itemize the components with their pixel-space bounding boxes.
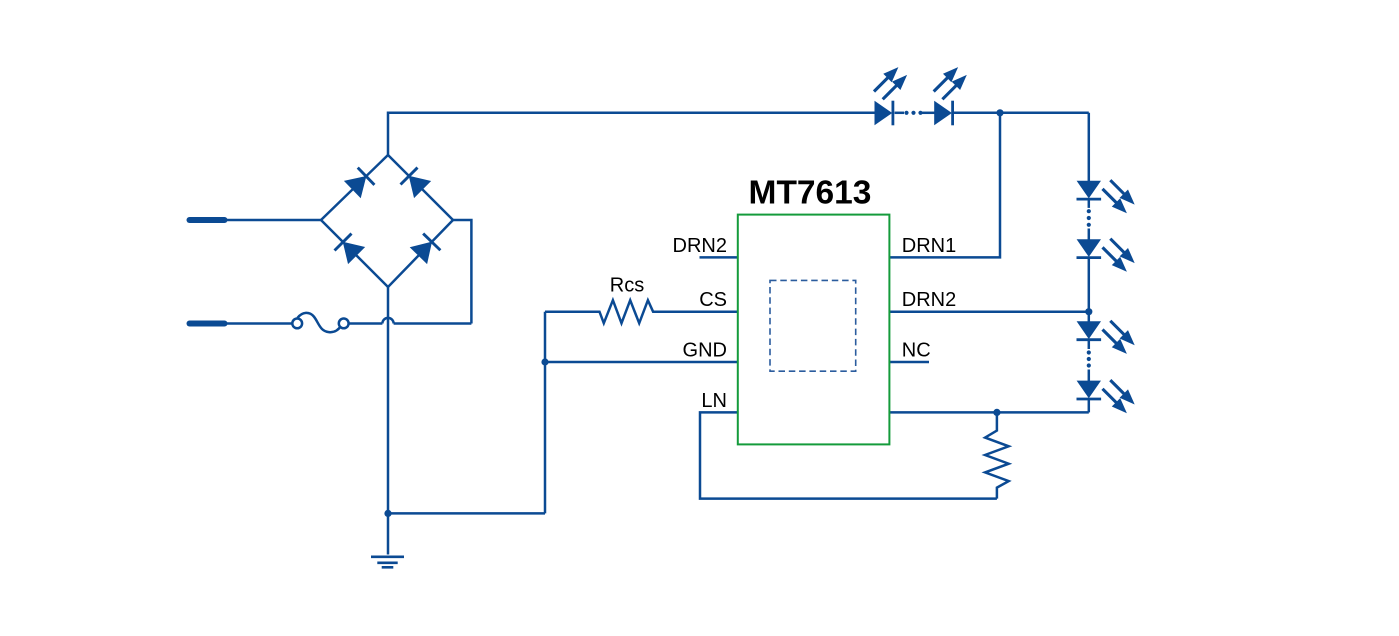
svg-text:DRN1: DRN1 bbox=[902, 235, 956, 257]
svg-text:CS: CS bbox=[699, 289, 727, 311]
svg-text:GND: GND bbox=[683, 340, 727, 362]
svg-text:Rcs: Rcs bbox=[610, 275, 644, 297]
svg-text:DRN2: DRN2 bbox=[902, 289, 956, 311]
svg-text:NC: NC bbox=[902, 340, 931, 362]
svg-text:DRN2: DRN2 bbox=[673, 235, 727, 257]
svg-text:MT7613: MT7613 bbox=[749, 174, 872, 211]
svg-text:LN: LN bbox=[701, 390, 727, 412]
